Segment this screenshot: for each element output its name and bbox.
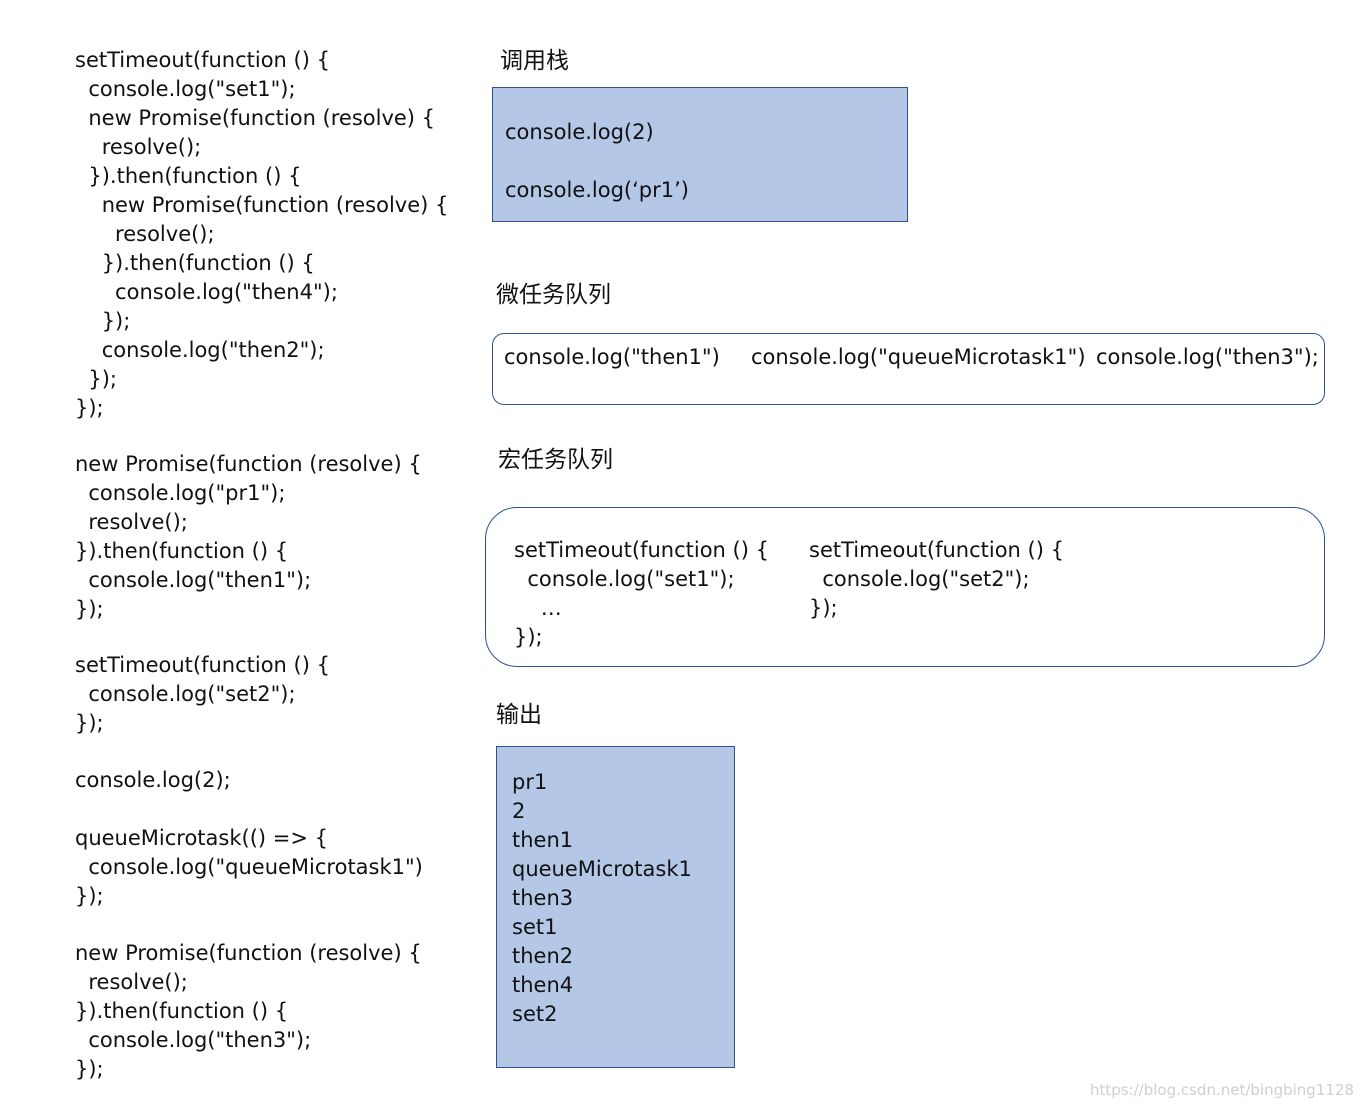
code-line: queueMicrotask1 — [512, 857, 692, 881]
code-line: setTimeout(function () { — [75, 653, 330, 677]
code-line: setTimeout(function () { — [75, 48, 330, 72]
call-stack-title: 调用栈 — [500, 48, 569, 74]
code-line: then3 — [512, 886, 574, 910]
code-line: then4 — [512, 973, 574, 997]
micro-queue-item: console.log("then1") — [504, 345, 720, 369]
code-line: resolve(); — [75, 222, 215, 246]
code-line: console.log("pr1"); — [75, 481, 286, 505]
macro-task-settimeout-2: setTimeout(function () { console.log("se… — [809, 536, 1064, 623]
output-box: pr1 2 then1 queueMicrotask1 then3 set1 then2 th… — [496, 746, 735, 1068]
code-line: }); — [75, 884, 104, 908]
code-line: setTimeout(function () { — [514, 538, 769, 562]
code-line: 2 — [512, 799, 526, 823]
output-title: 输出 — [496, 702, 542, 728]
code-line: resolve(); — [75, 510, 188, 534]
code-line: }); — [809, 596, 838, 620]
code-line: resolve(); — [75, 135, 202, 159]
micro-queue-item: console.log("queueMicrotask1") — [751, 345, 1086, 369]
code-block-console-log: console.log(2); — [75, 766, 475, 795]
code-line: }).then(function () { — [75, 251, 315, 275]
code-line: new Promise(function (resolve) { — [75, 452, 422, 476]
output-list: pr1 2 then1 queueMicrotask1 then3 set1 then2 th… — [512, 768, 692, 1029]
code-line: }); — [75, 597, 104, 621]
code-line: then2 — [512, 944, 574, 968]
code-line: console.log("then3"); — [75, 1028, 312, 1052]
code-line: }).then(function () { — [75, 539, 289, 563]
call-stack-item: console.log(2) — [505, 120, 654, 144]
call-stack-box: console.log(2) console.log(‘pr1’) — [492, 87, 908, 222]
code-line: console.log(2); — [75, 768, 231, 792]
code-line: }); — [75, 396, 104, 420]
code-line: console.log("then1"); — [75, 568, 312, 592]
code-line: }).then(function () { — [75, 999, 289, 1023]
call-stack-item: console.log(‘pr1’) — [505, 178, 689, 202]
micro-queue-title: 微任务队列 — [496, 282, 611, 308]
code-line: console.log("set1"); — [75, 77, 296, 101]
code-line: console.log("set2"); — [809, 567, 1030, 591]
code-line: setTimeout(function () { — [809, 538, 1064, 562]
code-line: }); — [75, 367, 117, 391]
code-line: }).then(function () { — [75, 164, 302, 188]
code-line: … — [514, 596, 562, 620]
code-line: then1 — [512, 828, 574, 852]
code-line: new Promise(function (resolve) { — [75, 193, 449, 217]
code-block-settimeout-1: setTimeout(function () { console.log("se… — [75, 46, 475, 423]
code-line: console.log("queueMicrotask1") — [75, 855, 423, 879]
code-line: new Promise(function (resolve) { — [75, 941, 422, 965]
code-line: new Promise(function (resolve) { — [75, 106, 436, 130]
watermark: https://blog.csdn.net/bingbing1128 — [1089, 1081, 1354, 1099]
code-line: console.log("set1"); — [514, 567, 735, 591]
micro-queue-box: console.log("then1") console.log("queueM… — [492, 333, 1325, 405]
code-block-queue-microtask: queueMicrotask(() => { console.log("queu… — [75, 824, 475, 911]
macro-queue-title: 宏任务队列 — [498, 447, 613, 473]
macro-queue-box: setTimeout(function () { console.log("se… — [485, 507, 1325, 667]
code-line: set2 — [512, 1002, 558, 1026]
code-line: console.log("then2"); — [75, 338, 325, 362]
code-line: }); — [75, 711, 104, 735]
code-block-settimeout-2: setTimeout(function () { console.log("se… — [75, 651, 475, 738]
code-line: resolve(); — [75, 970, 188, 994]
code-block-promise-2: new Promise(function (resolve) { resolve… — [75, 939, 475, 1084]
code-line: }); — [75, 309, 131, 333]
code-line: }); — [514, 625, 543, 649]
code-line: console.log("set2"); — [75, 682, 296, 706]
code-line: queueMicrotask(() => { — [75, 826, 328, 850]
code-block-promise-1: new Promise(function (resolve) { console… — [75, 450, 475, 624]
code-line: pr1 — [512, 770, 548, 794]
code-line: set1 — [512, 915, 558, 939]
code-line: console.log("then4"); — [75, 280, 338, 304]
macro-task-settimeout-1: setTimeout(function () { console.log("se… — [514, 536, 769, 652]
code-line: }); — [75, 1057, 104, 1081]
micro-queue-item: console.log("then3"); — [1096, 345, 1319, 369]
